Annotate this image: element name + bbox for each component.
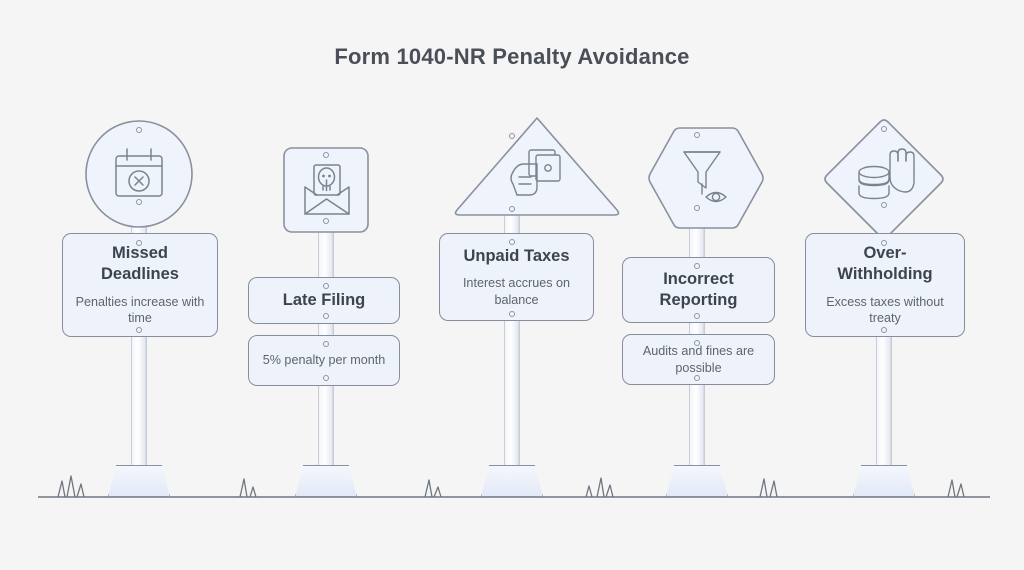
signpost-incorrect-reporting[interactable]: Incorrect Reporting Audits and fines are… — [611, 0, 791, 510]
sign-description: Audits and fines are possible — [642, 343, 755, 375]
sign-description: Penalties increase with time — [75, 294, 205, 326]
sign-bolt — [694, 340, 700, 346]
sign-title: Incorrect Reporting — [659, 270, 738, 309]
sign-bolt — [881, 126, 887, 132]
sign-head-square[interactable] — [281, 145, 371, 235]
sign-bolt — [323, 283, 329, 289]
signpost-over-withholding[interactable]: Over-Withholding Excess taxes without tr… — [793, 0, 979, 510]
sign-board-title-incorrect-reporting[interactable]: Incorrect Reporting — [622, 257, 775, 323]
sign-bolt — [694, 313, 700, 319]
signpost-late-filing[interactable]: Late Filing 5% penalty per month — [240, 0, 412, 510]
sign-bolt — [694, 132, 700, 138]
sign-board-over-withholding[interactable]: Over-Withholding Excess taxes without tr… — [805, 233, 965, 337]
signpost-missed-deadlines[interactable]: Missed Deadlines Penalties increase with… — [47, 0, 233, 510]
page-title: Form 1040-NR Penalty Avoidance — [334, 44, 690, 69]
sign-title: Late Filing — [282, 291, 366, 310]
sign-bolt — [881, 202, 887, 208]
sign-description: Interest accrues on balance — [462, 276, 571, 307]
sign-base — [853, 465, 915, 497]
sign-bolt — [881, 327, 887, 333]
sign-base — [481, 465, 543, 497]
sign-bolt — [323, 375, 329, 381]
funnel-eye-icon — [683, 151, 727, 203]
sign-bolt — [509, 133, 515, 139]
sign-bolt — [323, 313, 329, 319]
sign-bolt — [323, 341, 329, 347]
hand-coins-icon — [858, 148, 915, 200]
sign-base — [666, 465, 728, 497]
sign-head-hexagon[interactable] — [646, 124, 766, 232]
sign-board-unpaid-taxes[interactable]: Unpaid Taxes Interest accrues on balance — [439, 233, 594, 321]
sign-bolt — [136, 199, 142, 205]
hand-cash-icon — [510, 149, 561, 196]
sign-bolt — [694, 263, 700, 269]
sign-title: Unpaid Taxes — [463, 246, 570, 265]
sign-head-circle[interactable] — [83, 118, 195, 230]
sign-title: Missed Deadlines — [101, 244, 179, 283]
signpost-unpaid-taxes[interactable]: Unpaid Taxes Interest accrues on balance — [425, 0, 620, 510]
sign-head-triangle[interactable] — [451, 114, 623, 219]
sign-bolt — [694, 375, 700, 381]
sign-bolt — [881, 240, 887, 246]
sign-bolt — [136, 240, 142, 246]
sign-bolt — [509, 239, 515, 245]
sign-bolt — [323, 152, 329, 158]
sign-title: Over-Withholding — [837, 244, 933, 283]
sign-bolt — [694, 205, 700, 211]
sign-bolt — [136, 327, 142, 333]
sign-bolt — [323, 218, 329, 224]
sign-bolt — [509, 311, 515, 317]
sign-board-missed-deadlines[interactable]: Missed Deadlines Penalties increase with… — [62, 233, 218, 337]
envelope-letter-icon — [304, 164, 350, 215]
sign-head-diamond[interactable] — [822, 117, 946, 241]
sign-description: 5% penalty per month — [262, 353, 386, 368]
sign-bolt — [136, 127, 142, 133]
sign-bolt — [509, 206, 515, 212]
sign-description: Excess taxes without treaty — [826, 294, 944, 326]
sign-base — [295, 465, 357, 497]
sign-base — [108, 465, 170, 497]
calendar-x-icon — [115, 148, 163, 197]
